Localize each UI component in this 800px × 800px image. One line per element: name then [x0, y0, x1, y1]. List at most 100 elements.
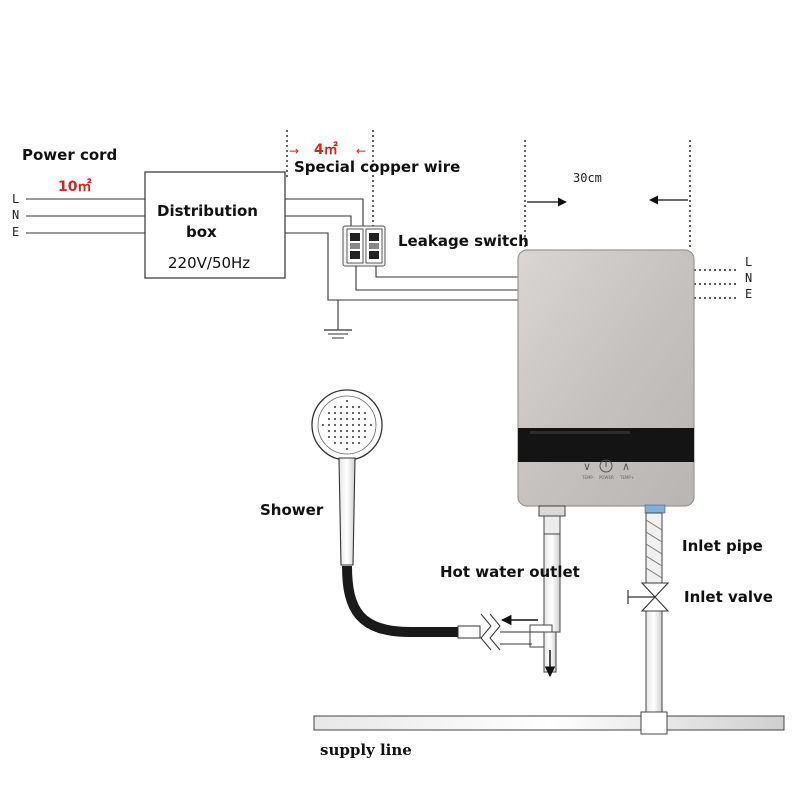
copper-wire-size-label: 4㎡ — [314, 141, 338, 158]
heater-body — [517, 249, 695, 507]
spacing-label: 30cm — [573, 171, 602, 185]
shower-hole — [357, 411, 361, 415]
shower-hole — [357, 405, 361, 409]
inlet-pipe — [645, 512, 663, 584]
inlet-pipe-label: Inlet pipe — [682, 537, 763, 555]
shower-hole — [357, 441, 361, 445]
voltage-label: 220V/50Hz — [168, 254, 250, 272]
shower-hole — [363, 429, 367, 433]
inlet-valve-label: Inlet valve — [684, 588, 773, 606]
shower-hole — [333, 405, 337, 409]
shower-hole — [333, 429, 337, 433]
temp-up-label: TEMP+ — [619, 475, 634, 480]
wire-letter-e-right: E — [745, 287, 752, 301]
shower-hole — [339, 417, 343, 421]
heater-controls: ∨ ∧ TEMP- POWER TEMP+ — [581, 459, 634, 480]
hot-water-outlet-pipe — [500, 505, 566, 678]
distribution-box: Distribution box 220V/50Hz — [144, 171, 286, 279]
shower-hole — [357, 435, 361, 439]
ground-symbol — [324, 329, 352, 339]
inlet-valve — [627, 582, 670, 717]
special-copper-wire-label: Special copper wire — [294, 158, 460, 176]
box-to-switch-wires — [285, 198, 518, 330]
distribution-box-label-line2: box — [186, 223, 217, 241]
shower-handle — [338, 457, 356, 566]
supply-line-label: supply line — [320, 741, 412, 759]
shower-hole — [345, 423, 349, 427]
shower-hole — [363, 417, 367, 421]
shower-hole — [345, 405, 349, 409]
wire-letter-n-left: N — [12, 208, 19, 222]
shower-hole — [363, 411, 367, 415]
temp-down-label: TEMP- — [581, 475, 595, 480]
shower-hole — [327, 411, 331, 415]
leakage-switch-label: Leakage switch — [398, 232, 529, 250]
shower-hole — [327, 435, 331, 439]
shower-hole — [339, 405, 343, 409]
wire-e-to-heater — [285, 232, 518, 301]
shower-hose — [342, 565, 458, 637]
shower-hole — [351, 405, 355, 409]
shower-hole — [345, 417, 349, 421]
shower — [311, 389, 544, 651]
power-icon — [599, 459, 613, 473]
shower-hole — [351, 435, 355, 439]
hot-water-outlet-label: Hot water outlet — [440, 563, 580, 581]
power-cord-label: Power cord — [22, 146, 117, 164]
wire-letter-l-right: L — [745, 255, 752, 269]
shower-hole — [351, 423, 355, 427]
shower-hole — [345, 411, 349, 415]
shower-hole — [333, 411, 337, 415]
shower-hole — [363, 423, 367, 427]
water-heater: ∨ ∧ TEMP- POWER TEMP+ — [517, 249, 695, 514]
power-cord: Power cord 10㎡ L N E — [12, 146, 145, 239]
distribution-box-frame — [144, 171, 286, 279]
temp-down-icon: ∨ — [583, 460, 591, 473]
wire-l-to-switch — [285, 198, 364, 228]
supply-tee — [640, 711, 668, 735]
shower-hole — [321, 423, 325, 427]
wire-letter-e-left: E — [12, 225, 19, 239]
spacing-indicator: 30cm — [524, 140, 691, 250]
shower-hole — [327, 429, 331, 433]
shower-hole — [345, 441, 349, 445]
shower-hole — [357, 423, 361, 427]
leakage-switch: Leakage switch — [342, 225, 529, 267]
shower-hole — [351, 411, 355, 415]
switch-to-heater-wires — [355, 266, 518, 291]
shower-hole — [351, 417, 355, 421]
shower-hole — [327, 417, 331, 421]
shower-hole — [351, 429, 355, 433]
power-cord-size-label: 10㎡ — [58, 178, 91, 195]
shower-hole — [345, 399, 349, 403]
shower-hole — [363, 435, 367, 439]
shower-hole — [333, 417, 337, 421]
copper-wire-spec: → ← 4㎡ Special copper wire — [286, 130, 460, 228]
shower-hole — [357, 417, 361, 421]
temp-up-icon: ∧ — [622, 460, 630, 473]
shower-hole — [351, 441, 355, 445]
heater-wire-tails: L N E — [694, 255, 752, 301]
shower-hole — [333, 441, 337, 445]
wire-n-to-heater — [355, 266, 518, 291]
shower-hole — [339, 429, 343, 433]
shower-hole — [339, 441, 343, 445]
distribution-box-label-line1: Distribution — [157, 202, 258, 220]
power-label: POWER — [599, 475, 614, 480]
wire-n-to-switch — [285, 215, 352, 228]
dim-arrow-left: → — [289, 144, 299, 158]
shower-hole — [345, 435, 349, 439]
dim-arrow-right: ← — [356, 144, 366, 158]
shower-hole — [339, 423, 343, 427]
shower-hole — [339, 411, 343, 415]
shower-hole — [333, 435, 337, 439]
shower-label: Shower — [260, 501, 324, 519]
wire-l-to-heater — [375, 266, 518, 278]
shower-hole — [369, 423, 373, 427]
wire-letter-n-right: N — [745, 271, 752, 285]
supply-line-pipe — [313, 711, 785, 735]
shower-hole — [357, 429, 361, 433]
shower-hole — [333, 423, 337, 427]
